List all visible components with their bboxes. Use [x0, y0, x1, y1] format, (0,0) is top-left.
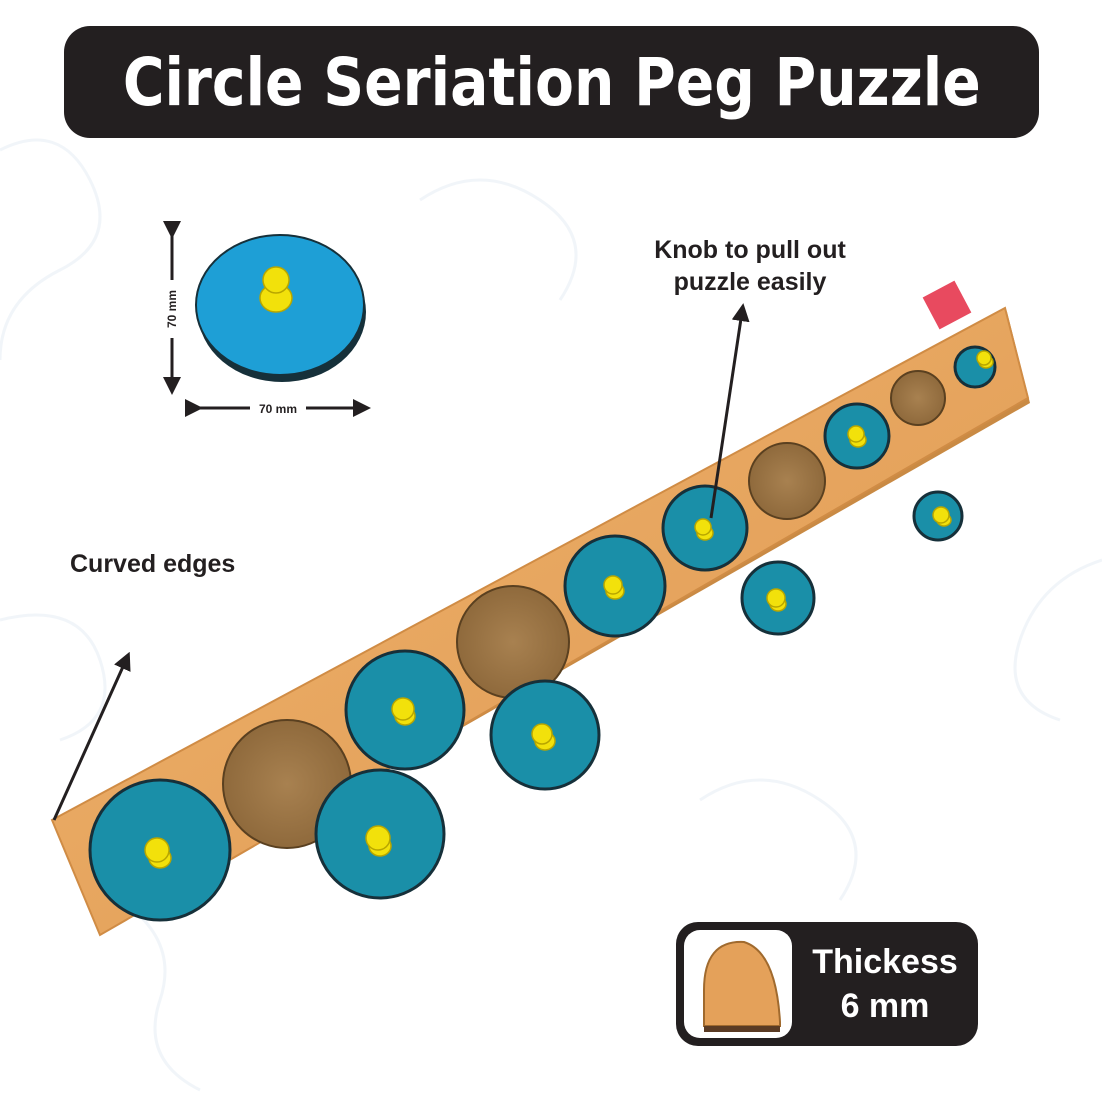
- height-dimension: 70 mm: [163, 221, 181, 395]
- thickness-label: Thickess: [812, 943, 958, 981]
- title-banner: Circle Seriation Peg Puzzle: [64, 26, 1039, 138]
- knob-annotation-line2: puzzle easily: [673, 268, 827, 296]
- knob-annotation: Knob to pull out puzzle easily: [600, 234, 900, 298]
- wood-profile-frame: [684, 930, 792, 1038]
- brand-logo-icon: [922, 280, 972, 330]
- thickness-badge: Thickess 6 mm: [676, 922, 978, 1046]
- curved-edge-arrow-icon: [52, 651, 131, 821]
- svg-text:70 mm: 70 mm: [165, 290, 179, 328]
- svg-text:70 mm: 70 mm: [259, 402, 297, 416]
- background-puzzle-pattern: [0, 138, 1102, 1092]
- thickness-value: 6 mm: [840, 987, 930, 1025]
- curved-edges-annotation: Curved edges: [70, 550, 236, 578]
- sample-disc: [195, 234, 366, 382]
- knob-arrow-icon: [709, 303, 750, 519]
- knob-icon: [144, 350, 994, 869]
- page-title: Circle Seriation Peg Puzzle: [122, 43, 981, 121]
- knob-annotation-line1: Knob to pull out: [654, 236, 846, 264]
- thickness-text: Thickess 6 mm: [800, 940, 970, 1028]
- wood-profile-icon: [703, 940, 781, 1032]
- width-dimension: 70 mm: [185, 399, 371, 417]
